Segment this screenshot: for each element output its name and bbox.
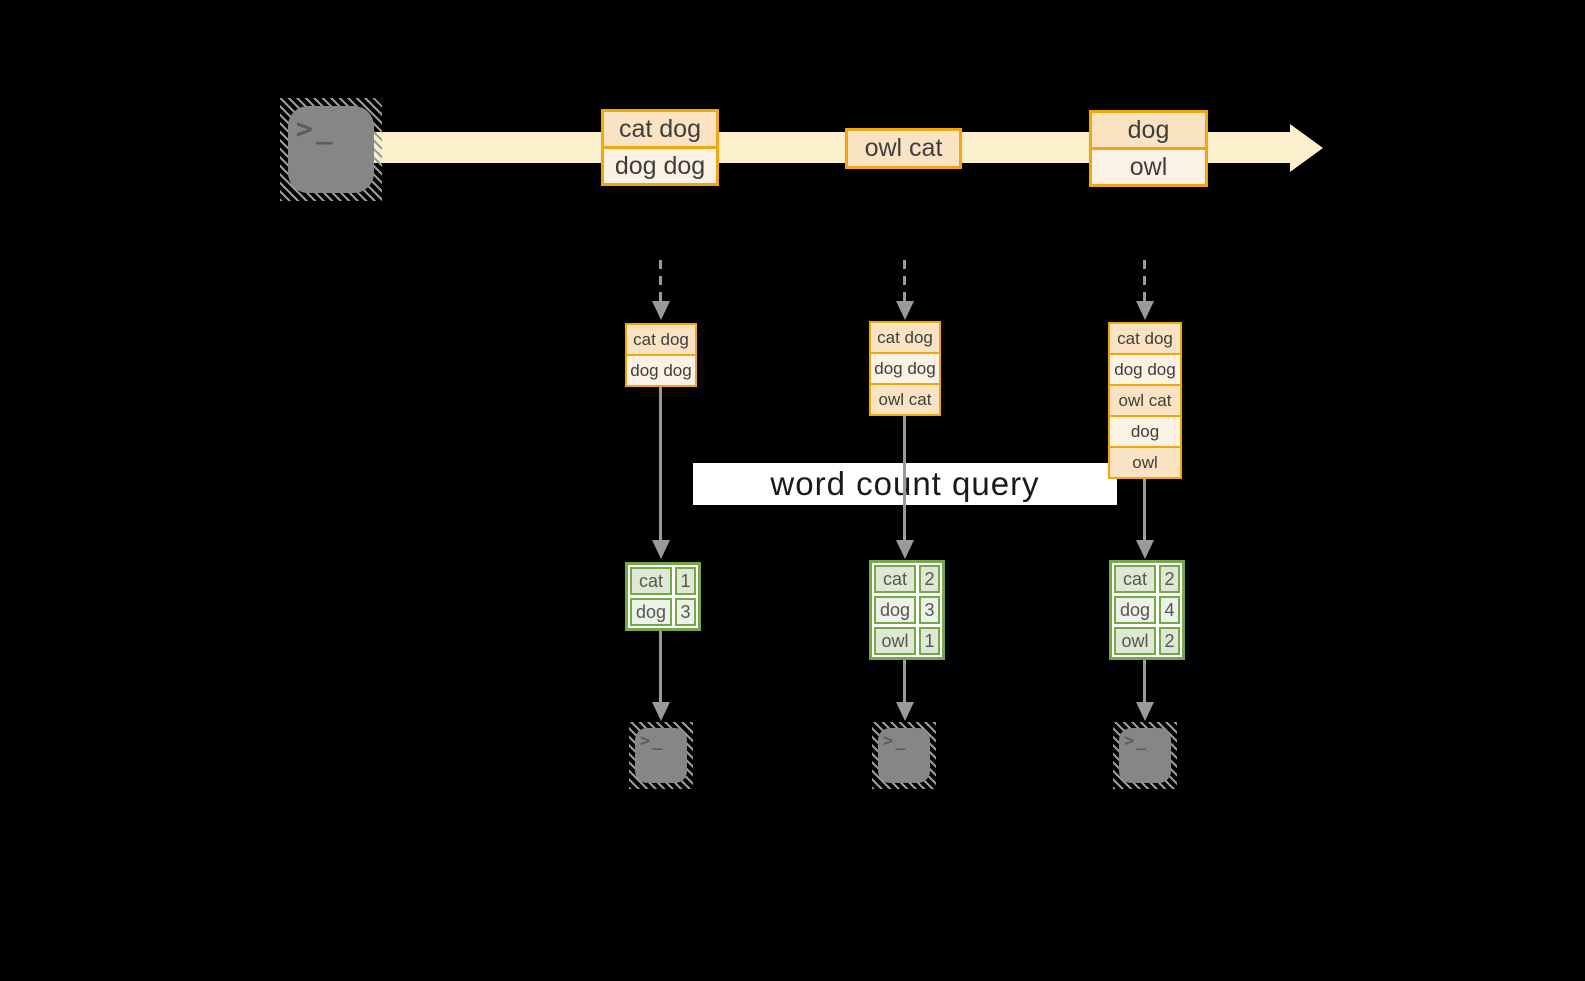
count-table-3: cat 2 dog 4 owl 2	[1109, 560, 1185, 660]
flow-arrowhead	[652, 702, 670, 721]
count-value-cell: 2	[1159, 565, 1180, 593]
count-value-cell: 4	[1159, 596, 1180, 624]
count-word-cell: owl	[1114, 627, 1156, 655]
count-table-1: cat 1 dog 3	[625, 562, 701, 631]
flow-line	[903, 660, 906, 702]
buffer-row: owl	[1108, 446, 1182, 479]
count-table-2: cat 2 dog 3 owl 1	[869, 560, 945, 660]
buffer-row: dog dog	[625, 354, 697, 387]
flow-arrowhead	[652, 540, 670, 559]
count-word-cell: cat	[630, 567, 672, 595]
stream-event-box-3: dog owl	[1089, 110, 1208, 187]
event-text: dog	[1092, 113, 1205, 147]
flow-arrowhead	[896, 540, 914, 559]
dashed-arrow-line	[903, 260, 906, 302]
flow-arrowhead	[896, 702, 914, 721]
flow-line	[659, 631, 662, 702]
count-value-cell: 1	[675, 567, 696, 595]
flow-line	[1143, 479, 1146, 540]
dashed-arrow-line	[1143, 260, 1146, 302]
flow-line	[1143, 660, 1146, 702]
dashed-arrowhead	[652, 301, 670, 320]
count-value-cell: 3	[919, 596, 940, 624]
count-word-cell: dog	[1114, 596, 1156, 624]
terminal-source-icon: >_	[280, 98, 382, 201]
event-text: owl	[1092, 147, 1205, 184]
stream-arrowhead	[1290, 124, 1323, 172]
terminal-body	[635, 728, 687, 783]
terminal-worker-icon-3: >_	[1113, 722, 1177, 789]
event-text: cat dog	[604, 112, 716, 146]
event-text: owl cat	[848, 131, 959, 166]
flow-arrowhead	[1136, 702, 1154, 721]
buffer-row: dog dog	[1108, 353, 1182, 386]
terminal-worker-icon-2: >_	[872, 722, 936, 789]
dashed-arrowhead	[896, 301, 914, 320]
count-word-cell: dog	[874, 596, 916, 624]
count-value-cell: 3	[675, 598, 696, 626]
terminal-worker-icon-1: >_	[629, 722, 693, 789]
terminal-body	[1119, 728, 1171, 783]
count-value-cell: 1	[919, 627, 940, 655]
terminal-body	[878, 728, 930, 783]
buffer-stack-1: cat dog dog dog	[625, 323, 697, 387]
terminal-prompt-glyph: >_	[296, 112, 336, 145]
count-word-cell: cat	[1114, 565, 1156, 593]
stream-event-box-2: owl cat	[845, 128, 962, 169]
flow-line	[659, 387, 662, 540]
count-word-cell: dog	[630, 598, 672, 626]
buffer-row: dog	[1108, 415, 1182, 448]
count-word-cell: owl	[874, 627, 916, 655]
count-value-cell: 2	[919, 565, 940, 593]
terminal-body	[288, 106, 374, 193]
buffer-row: cat dog	[1108, 322, 1182, 355]
buffer-stack-2: cat dog dog dog owl cat	[869, 321, 941, 416]
event-text: dog dog	[604, 146, 716, 183]
buffer-row: owl cat	[1108, 384, 1182, 417]
buffer-row: dog dog	[869, 352, 941, 385]
dashed-arrow-line	[659, 260, 662, 302]
buffer-row: cat dog	[869, 321, 941, 354]
buffer-row: owl cat	[869, 383, 941, 416]
terminal-prompt-glyph: >_	[640, 731, 665, 751]
terminal-prompt-glyph: >_	[1124, 731, 1149, 751]
buffer-row: cat dog	[625, 323, 697, 356]
dashed-arrowhead	[1136, 301, 1154, 320]
flow-arrowhead	[1136, 540, 1154, 559]
count-value-cell: 2	[1159, 627, 1180, 655]
terminal-prompt-glyph: >_	[883, 731, 908, 751]
flow-line	[903, 416, 906, 540]
count-word-cell: cat	[874, 565, 916, 593]
stream-event-box-1: cat dog dog dog	[601, 109, 719, 186]
buffer-stack-3: cat dog dog dog owl cat dog owl	[1108, 322, 1182, 479]
